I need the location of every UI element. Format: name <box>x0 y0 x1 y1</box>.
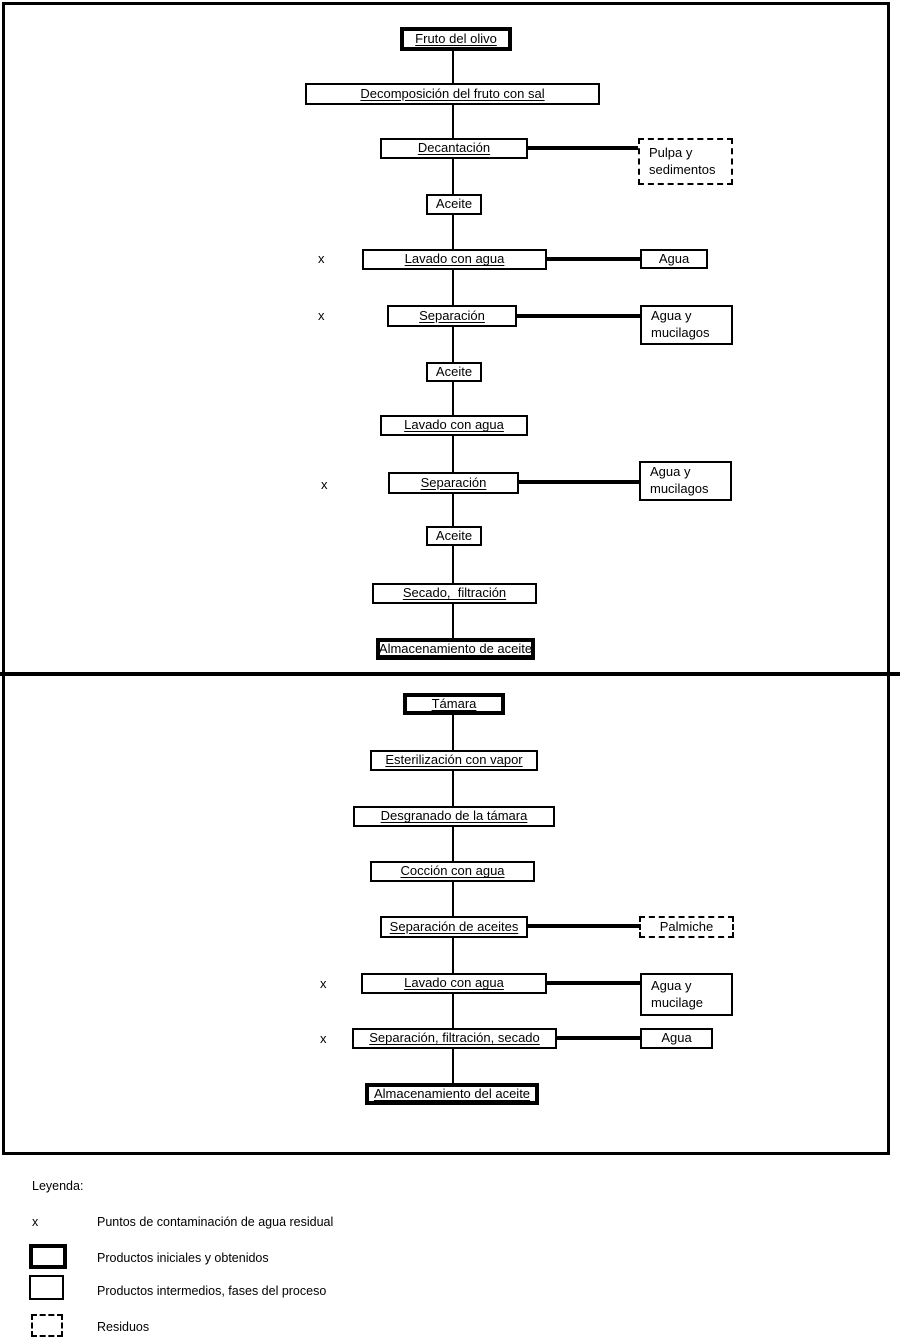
connector-line <box>452 603 454 638</box>
node-lavado-con-agua-3: Lavado con agua <box>361 973 547 994</box>
connector-line <box>452 993 454 1028</box>
residue-agua-1: Agua <box>640 249 708 269</box>
connector-line <box>452 104 454 138</box>
node-esterilizacion-con-vapor: Esterilización con vapor <box>370 750 538 771</box>
legend-dashed-box-icon <box>31 1314 63 1337</box>
node-tamara: Támara <box>403 693 505 715</box>
node-almacenamiento-del-aceite: Almacenamiento del aceite <box>365 1083 539 1105</box>
node-lavado-con-agua-1: Lavado con agua <box>362 249 547 270</box>
node-separacion-2: Separación <box>388 472 519 494</box>
legend-x-symbol: x <box>32 1215 39 1229</box>
contamination-x-marker: x <box>318 251 325 266</box>
connector-line <box>517 314 640 318</box>
connector-line <box>519 480 639 484</box>
residue-pulpa-sedimentos: Pulpa y sedimentos <box>638 138 733 185</box>
legend-bold-box-icon <box>29 1244 67 1269</box>
node-lavado-con-agua-2: Lavado con agua <box>380 415 528 436</box>
legend-label-productos-intermedios: Productos intermedios, fases del proceso <box>97 1284 327 1298</box>
connector-line <box>557 1036 640 1040</box>
connector-line <box>452 436 454 472</box>
connector-line <box>452 715 454 750</box>
node-desgranado-de-la-tamara: Desgranado de la támara <box>353 806 555 827</box>
connector-line <box>452 1048 454 1083</box>
node-separacion-1: Separación <box>387 305 517 327</box>
node-decomposicion: Decomposición del fruto con sal <box>305 83 600 105</box>
contamination-x-marker: x <box>318 308 325 323</box>
diagram-border <box>2 2 890 1155</box>
connector-line <box>452 214 454 249</box>
connector-line <box>452 826 454 861</box>
contamination-x-marker: x <box>320 976 327 991</box>
node-almacenamiento-de-aceite: Almacenamiento de aceite <box>376 638 535 660</box>
node-separacion-de-aceites: Separación de aceites <box>380 916 528 938</box>
node-fruto-del-olivo: Fruto del olivo <box>400 27 512 51</box>
legend-label-residuos: Residuos <box>97 1320 150 1334</box>
node-separacion-filtracion-secado: Separación, filtración, secado <box>352 1028 557 1049</box>
connector-line <box>452 494 454 526</box>
connector-line <box>452 270 454 305</box>
node-secado-filtracion: Secado, filtración <box>372 583 537 604</box>
connector-line <box>452 938 454 973</box>
legend-title: Leyenda: <box>32 1179 84 1193</box>
residue-agua-mucilagos-1: Agua y mucilagos <box>640 305 733 345</box>
section-divider-line <box>0 672 900 676</box>
connector-line <box>452 881 454 916</box>
connector-line <box>547 257 640 261</box>
connector-line <box>452 327 454 362</box>
residue-agua-mucilage: Agua y mucilage <box>640 973 733 1016</box>
node-coccion-con-agua: Cocción con agua <box>370 861 535 882</box>
connector-line <box>547 981 640 985</box>
connector-line <box>528 924 639 928</box>
node-aceite-1: Aceite <box>426 194 482 215</box>
connector-line <box>452 159 454 194</box>
contamination-x-marker: x <box>321 477 328 492</box>
connector-line <box>452 50 454 84</box>
residue-agua-mucilagos-2: Agua y mucilagos <box>639 461 732 501</box>
connector-line <box>452 382 454 415</box>
node-aceite-3: Aceite <box>426 526 482 546</box>
node-decantacion: Decantación <box>380 138 528 159</box>
legend-label-productos-iniciales: Productos iniciales y obtenidos <box>97 1251 269 1265</box>
legend-label-contamination: Puntos de contaminación de agua residual <box>97 1215 334 1229</box>
contamination-x-marker: x <box>320 1031 327 1046</box>
connector-line <box>528 146 638 150</box>
legend-box-icon <box>29 1275 64 1300</box>
connector-line <box>452 770 454 806</box>
residue-palmiche: Palmiche <box>639 916 734 938</box>
residue-agua-2: Agua <box>640 1028 713 1049</box>
connector-line <box>452 546 454 583</box>
node-aceite-2: Aceite <box>426 362 482 382</box>
